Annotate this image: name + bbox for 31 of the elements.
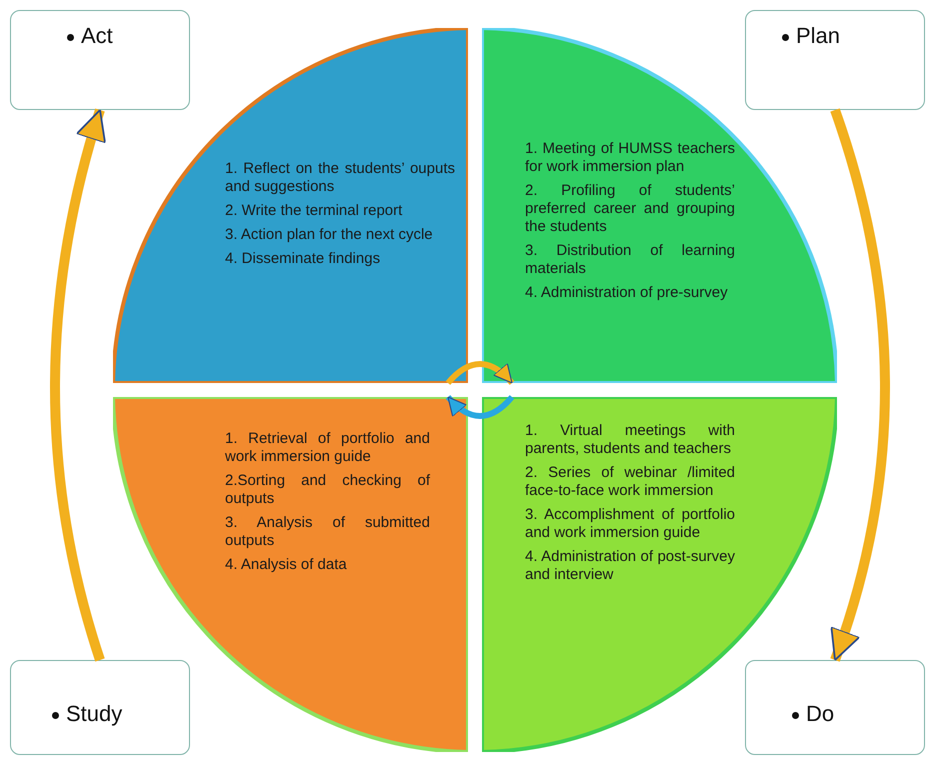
stage-box — [745, 10, 925, 110]
list-item: 3. Accomplishment of portfolio and work immersion guide — [525, 506, 735, 542]
list-item: 2.Sorting and checking of outputs — [225, 472, 430, 508]
list-item: 4. Administration of pre-survey — [525, 284, 729, 302]
list-item: 3. Distribution of learning materials — [525, 242, 735, 278]
list-item: 1. Retrieval of portfolio and work immersion guide — [225, 430, 430, 466]
list-item: 3. Analysis of submitted outputs — [225, 514, 430, 550]
stage-label: Do — [806, 701, 834, 727]
list-item: 2. Series of webinar /limited face-to-face work immersion — [525, 464, 735, 500]
curved-arrow — [446, 361, 514, 386]
list-item: 1. Virtual meetings with parents, students and teachers — [525, 422, 735, 458]
list-item: 1. Reflect on the students’ ouputs and suggestions — [225, 160, 455, 196]
stage-box — [745, 660, 925, 755]
quadrant-shape — [482, 28, 837, 383]
list-item: 2. Profiling of students’ preferred career and grouping the students — [525, 182, 735, 236]
list-item: 4. Disseminate findings — [225, 250, 382, 268]
list-item: 3. Action plan for the next cycle — [225, 226, 434, 244]
curved-arrow — [50, 108, 107, 662]
stage-box — [10, 660, 190, 755]
stage-label: Plan — [796, 23, 840, 49]
stage-box — [10, 10, 190, 110]
curved-arrow — [446, 394, 514, 419]
list-item: 2. Write the terminal report — [225, 202, 404, 220]
quadrant-shape — [482, 397, 837, 752]
list-item: 4. Administration of post-survey and interview — [525, 548, 735, 584]
stage-label: Act — [81, 23, 113, 49]
stage-label: Study — [66, 701, 122, 727]
list-item: 1. Meeting of HUMSS teachers for work immersion plan — [525, 140, 735, 176]
quadrant-shape — [113, 28, 468, 383]
list-item: 4. Analysis of data — [225, 556, 348, 574]
curved-arrow — [830, 108, 890, 662]
